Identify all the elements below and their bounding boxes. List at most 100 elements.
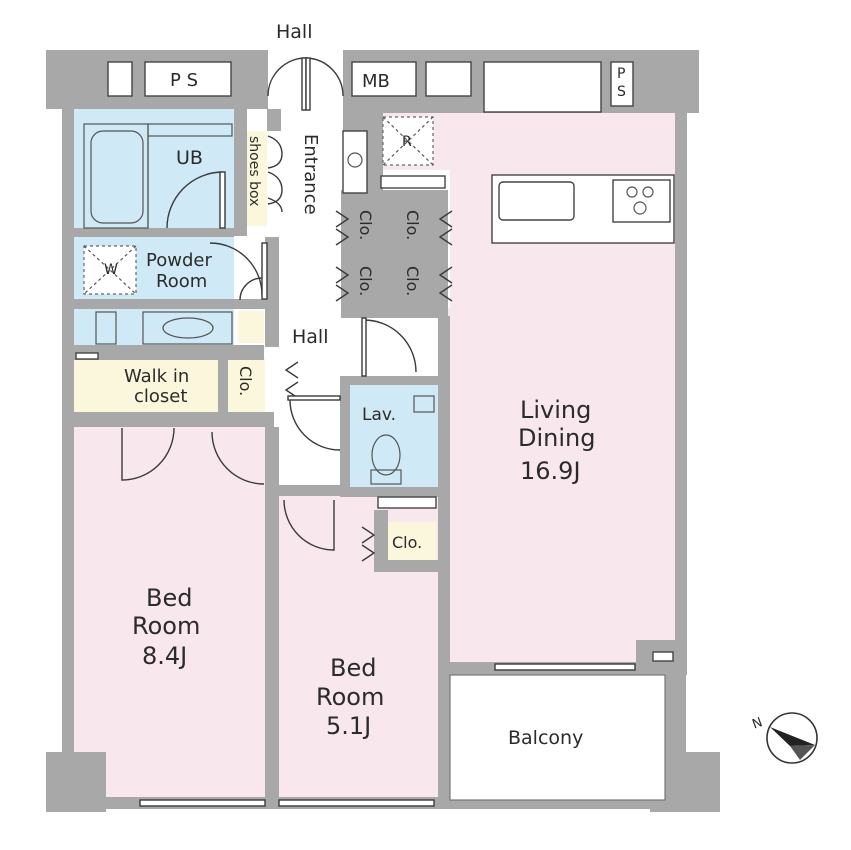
shaft-mb-right bbox=[425, 61, 472, 97]
ub-label: UB bbox=[176, 147, 203, 169]
lav-label: Lav. bbox=[362, 405, 396, 425]
living-label-1: Living bbox=[520, 396, 591, 424]
clo4-label: Clo. bbox=[403, 266, 422, 296]
mb-box bbox=[351, 61, 417, 97]
living-door bbox=[363, 319, 417, 373]
wall-left bbox=[62, 50, 74, 812]
entrance-door-right bbox=[305, 57, 344, 97]
closet-block-top-strip bbox=[380, 175, 446, 189]
bedroom-1-floor bbox=[74, 427, 265, 797]
fridge-label: R bbox=[402, 134, 412, 150]
wall-right bbox=[675, 50, 687, 675]
stove-icon bbox=[612, 179, 671, 223]
hall-top-label: Hall bbox=[276, 21, 313, 43]
lav-door bbox=[289, 399, 341, 451]
bed2-label-3: 5.1J bbox=[326, 712, 371, 740]
shafts bbox=[75, 61, 674, 662]
sink-icon bbox=[162, 317, 214, 339]
fridge-box bbox=[382, 116, 434, 166]
lav-door-leaf bbox=[287, 395, 341, 401]
wall-lav-left bbox=[340, 378, 350, 496]
clo4-door bbox=[438, 266, 453, 302]
clo2-label: Clo. bbox=[403, 210, 422, 240]
mb-label: MB bbox=[362, 71, 390, 92]
bed2-label-1: Bed bbox=[330, 654, 376, 682]
compass-icon: N bbox=[750, 712, 818, 764]
wall-lav-top bbox=[340, 376, 448, 385]
wall-bedroom2-top bbox=[279, 485, 349, 496]
bed1-label-1: Bed bbox=[146, 584, 192, 612]
ps-right bbox=[610, 61, 634, 107]
unit-bath-floor bbox=[74, 109, 234, 228]
ps-right-label-p: P bbox=[617, 66, 625, 82]
wall-entrance-left bbox=[267, 109, 281, 131]
clo-hall-label: Clo. bbox=[236, 366, 255, 396]
bedroom1-door-2 bbox=[211, 431, 265, 485]
wall-entrance-bottom bbox=[343, 218, 348, 238]
entrance-label: Entrance bbox=[300, 134, 321, 215]
shoes-door-1 bbox=[267, 135, 283, 169]
living-label-3: 16.9J bbox=[520, 457, 581, 485]
shaft-left-small bbox=[107, 61, 133, 97]
powder-door-leaf bbox=[261, 242, 268, 300]
living-step-box bbox=[652, 651, 674, 662]
storage-top bbox=[483, 61, 602, 113]
wall-closet-bedroom2 bbox=[374, 510, 388, 572]
wall-mid-hall bbox=[438, 316, 450, 378]
wall-corner-tr bbox=[675, 50, 699, 110]
fixtures bbox=[83, 116, 675, 801]
walkin-label-2: closet bbox=[134, 386, 187, 407]
balcony-area bbox=[449, 674, 666, 801]
vanity-counter bbox=[142, 311, 233, 345]
ps-left-label: P S bbox=[170, 70, 198, 91]
walkin-label-1: Walk in bbox=[124, 366, 189, 387]
window-bedroom2 bbox=[278, 799, 435, 807]
clo2-door bbox=[438, 210, 453, 246]
wall-vanity-bottom bbox=[74, 345, 264, 360]
powder-label-1: Powder bbox=[146, 250, 212, 271]
powder-label-2: Room bbox=[156, 271, 207, 292]
hall-clo-door bbox=[284, 361, 299, 399]
window-living bbox=[494, 663, 636, 671]
closet-hall-floor bbox=[228, 358, 265, 412]
wall-lav-right bbox=[438, 376, 450, 497]
wall-walkin-right bbox=[218, 345, 228, 427]
clo1-door bbox=[335, 210, 350, 246]
lav-bottom-strip bbox=[377, 496, 437, 509]
shoes-door-3 bbox=[267, 197, 283, 213]
balcony-label: Balcony bbox=[508, 727, 583, 749]
washbasin-counter-floor bbox=[74, 309, 234, 345]
ub-door-leaf bbox=[219, 171, 226, 229]
vanity-side bbox=[95, 311, 117, 345]
wall-balcony-right bbox=[665, 675, 686, 755]
wall-lav-bottom bbox=[340, 487, 450, 497]
wall-walkin-bottom bbox=[74, 412, 274, 427]
bedroom2-door bbox=[283, 499, 335, 551]
small-door bbox=[239, 277, 263, 301]
small-closet-floor bbox=[238, 311, 264, 343]
wall-bedroom1-right bbox=[265, 427, 279, 809]
washer-box bbox=[83, 245, 137, 295]
wall-ub-right bbox=[234, 109, 247, 236]
clo-bed2-label: Clo. bbox=[392, 533, 422, 552]
kitchen-sink bbox=[498, 181, 575, 221]
entrance-door-leaf-r bbox=[305, 57, 311, 111]
walk-in-closet-floor bbox=[74, 360, 218, 412]
ps-left bbox=[144, 61, 232, 97]
sink-cabinet-entrance bbox=[342, 130, 368, 194]
shoes-box-label: shoes box bbox=[246, 136, 262, 206]
doors bbox=[121, 57, 636, 807]
clo3-label: Clo. bbox=[356, 266, 375, 296]
hall-mid-label: Hall bbox=[292, 326, 329, 348]
compass-label: N bbox=[750, 715, 764, 732]
living-dining-floor bbox=[382, 113, 675, 662]
wall-bottom-balcony bbox=[450, 800, 660, 809]
wall-closet-bedroom2-bottom bbox=[374, 560, 450, 572]
living-label-2: Dining bbox=[518, 424, 595, 452]
window-bedroom1 bbox=[139, 799, 266, 807]
wall-ub-bottom bbox=[74, 228, 234, 237]
vent-small bbox=[75, 352, 99, 360]
wall-bedroom2-right bbox=[438, 485, 450, 800]
ps-right-label-s: S bbox=[617, 84, 626, 100]
